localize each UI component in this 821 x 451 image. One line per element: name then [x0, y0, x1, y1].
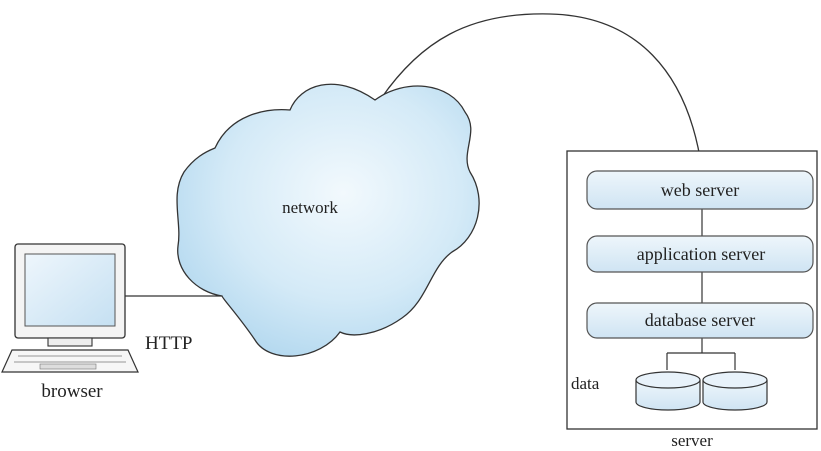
browser-computer-icon — [1, 243, 139, 373]
database-disk-icon — [702, 371, 768, 411]
application-server-label: application server — [637, 244, 765, 264]
database-server-box: database server — [586, 302, 814, 339]
monitor-screen — [24, 253, 116, 327]
http-label: HTTP — [145, 333, 193, 354]
data-label: data — [571, 374, 600, 393]
network-to-server-link — [377, 13, 703, 171]
database-server-label: database server — [645, 310, 755, 330]
browser-label: browser — [41, 381, 103, 402]
web-server-box: web server — [586, 170, 814, 210]
monitor-stand — [47, 337, 93, 347]
web-server-label: web server — [661, 180, 739, 200]
network-cloud — [176, 83, 480, 357]
server-label: server — [671, 431, 713, 450]
database-disk-icon — [635, 371, 701, 411]
network-label: network — [282, 198, 338, 217]
application-server-box: application server — [586, 235, 814, 273]
keyboard — [1, 349, 139, 373]
